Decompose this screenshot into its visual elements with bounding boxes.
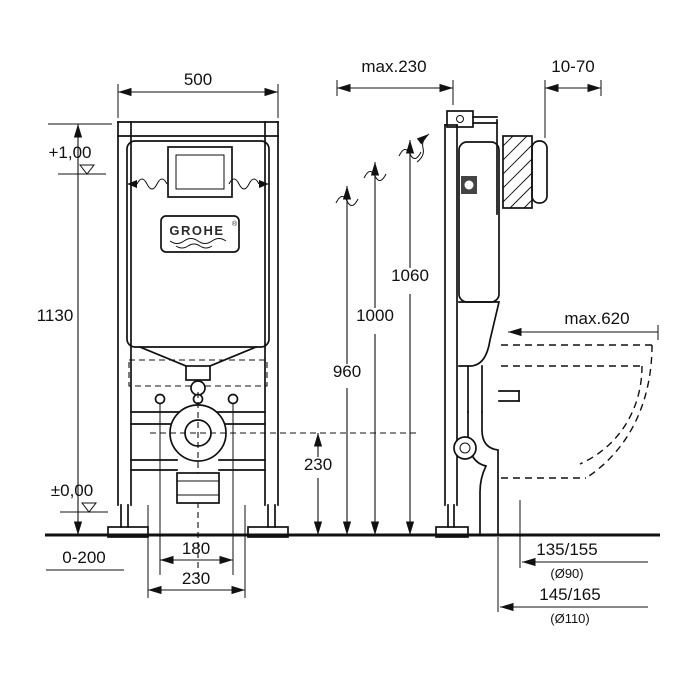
grohe-logo-text: GROHE — [169, 223, 224, 238]
dim-label-960: 960 — [333, 362, 361, 381]
dim-feet-0-200: 0-200 — [46, 548, 124, 571]
dim-label-1000: 1000 — [356, 306, 394, 325]
dim-label-230-bottom: 230 — [182, 569, 210, 588]
wc-bowl-outline — [498, 344, 653, 479]
dim-spacing-180: 180 — [159, 404, 234, 575]
dim-spacing-230: 230 — [147, 505, 246, 598]
dim-label-0-200: 0-200 — [62, 548, 105, 567]
dim-label-dia90: (Ø90) — [550, 566, 583, 581]
dim-height-1060: 1060 — [391, 140, 429, 535]
dim-label-10-70: 10-70 — [551, 57, 594, 76]
fixing-bolt-right — [227, 393, 239, 405]
inspection-cap — [453, 436, 477, 460]
dim-label-145-165: 145/165 — [539, 585, 600, 604]
break-mark-right — [228, 178, 269, 190]
fixing-bolt-left — [154, 393, 166, 405]
dim-depth-max230: max.230 — [336, 57, 454, 105]
break-mark-left — [127, 178, 168, 190]
dim-label-230-mid: 230 — [304, 455, 332, 474]
plate-cap — [531, 140, 548, 204]
foot-plate-side — [435, 526, 469, 538]
level-label-zero: ±0,00 — [51, 481, 93, 500]
dim-width-500: 500 — [117, 70, 279, 118]
pan-connector — [176, 472, 220, 504]
level-label-plus100: +1,00 — [48, 143, 91, 162]
dim-outlet-135-155: 135/155 (Ø90) — [522, 540, 648, 581]
front-view: GROHE ® — [107, 121, 420, 575]
adjustable-bracket-arrow — [416, 133, 430, 163]
wall-bracket — [446, 110, 498, 128]
dim-height-960: 960 — [333, 186, 361, 535]
dim-label-135-155: 135/155 — [536, 540, 597, 559]
dim-label-max230: max.230 — [361, 57, 426, 76]
grohe-logo: GROHE ® — [160, 215, 240, 253]
dim-outlet-height-230: 230 — [304, 433, 332, 535]
foot-plate-right — [247, 526, 289, 538]
dim-label-500: 500 — [184, 70, 212, 89]
registered-mark: ® — [232, 220, 238, 228]
flush-valve-funnel — [185, 365, 211, 381]
concealed-cistern — [126, 140, 270, 405]
dimensions: 500 1130 +1,00 ±0,00 0-200 — [37, 57, 659, 626]
cistern-profile — [458, 141, 501, 413]
dim-label-1060: 1060 — [391, 266, 429, 285]
dim-label-180: 180 — [182, 539, 210, 558]
level-mark-floor: ±0,00 — [51, 481, 108, 513]
level-mark-top: +1,00 — [48, 143, 106, 175]
mounting-frame-front — [107, 121, 289, 538]
dim-label-dia110: (Ø110) — [550, 611, 590, 626]
actuator-plate — [502, 135, 548, 209]
dim-label-1130: 1130 — [37, 306, 74, 325]
dim-label-max620: max.620 — [564, 309, 629, 328]
flush-plate-opening — [167, 146, 233, 198]
side-view — [416, 110, 653, 612]
dim-height-1130: 1130 — [37, 123, 112, 535]
dim-bowl-max620: max.620 — [508, 309, 659, 340]
outlet-pipe-side — [453, 411, 499, 536]
dim-height-1000: 1000 — [356, 162, 394, 535]
dim-outlet-145-165: 145/165 (Ø110) — [500, 585, 648, 626]
dim-wall-10-70: 10-70 — [544, 57, 602, 138]
